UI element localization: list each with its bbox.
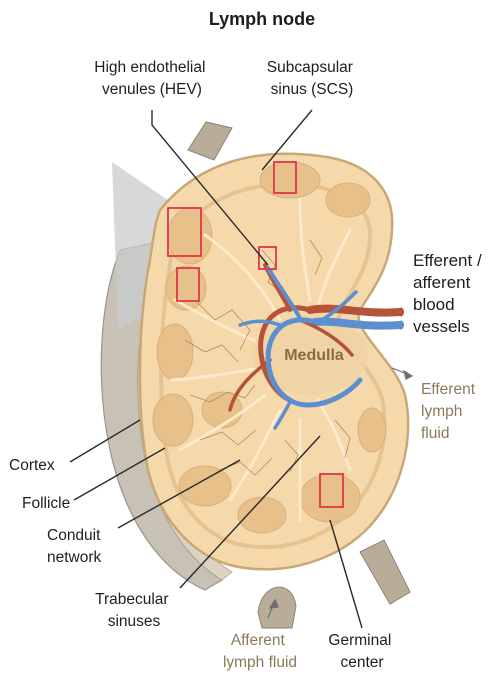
label-blood-line4: vessels <box>413 317 470 336</box>
label-efferent-lymph-line2: lymph <box>421 403 462 420</box>
follicle <box>153 394 193 446</box>
label-medulla: Medulla <box>284 347 344 364</box>
label-blood-line1: Efferent / <box>413 251 482 270</box>
label-efferent-lymph-line3: fluid <box>421 425 449 442</box>
vein-end <box>398 321 404 330</box>
label-germinal-line1: Germinal <box>328 632 391 649</box>
label-blood-line3: blood <box>413 295 455 314</box>
follicle <box>238 497 286 533</box>
label-trabecular-line2: sinuses <box>108 613 161 630</box>
label-hev-line2: venules (HEV) <box>102 81 202 98</box>
label-conduit-line2: network <box>47 549 102 566</box>
label-germinal: Germinal center <box>328 632 395 671</box>
afferent-vessel-bottom-right <box>360 540 410 604</box>
label-blood-line2: afferent <box>413 273 471 292</box>
label-conduit: Conduit network <box>47 527 105 566</box>
label-follicle: Follicle <box>22 495 70 512</box>
label-blood-vessels: Efferent / afferent blood vessels <box>413 251 486 336</box>
label-trabecular: Trabecular sinuses <box>95 591 173 630</box>
label-scs-line2: sinus (SCS) <box>271 81 354 98</box>
label-afferent-lymph-line1: Afferent <box>231 632 286 649</box>
diagram-title: Lymph node <box>209 9 315 29</box>
follicle <box>300 474 360 522</box>
label-efferent-lymph: Efferent lymph fluid <box>421 381 479 442</box>
label-conduit-line1: Conduit <box>47 527 101 544</box>
follicle <box>358 408 386 452</box>
label-germinal-line2: center <box>340 654 383 671</box>
artery-trunk <box>310 309 400 313</box>
label-trabecular-line1: Trabecular <box>95 591 169 608</box>
follicle <box>157 324 193 380</box>
label-afferent-lymph: Afferent lymph fluid <box>223 632 297 671</box>
afferent-vessel-top <box>188 122 232 160</box>
label-afferent-lymph-line2: lymph fluid <box>223 654 297 671</box>
follicle <box>326 183 370 217</box>
label-hev-line1: High endothelial <box>94 59 205 76</box>
label-hev: High endothelial venules (HEV) <box>94 59 209 98</box>
label-scs: Subcapsular sinus (SCS) <box>267 59 357 98</box>
vein-trunk <box>315 322 400 326</box>
label-efferent-lymph-line1: Efferent <box>421 381 476 398</box>
follicle <box>179 466 231 506</box>
artery-end <box>398 308 404 317</box>
label-scs-line1: Subcapsular <box>267 59 353 76</box>
follicle <box>166 266 206 310</box>
label-cortex: Cortex <box>9 457 55 474</box>
